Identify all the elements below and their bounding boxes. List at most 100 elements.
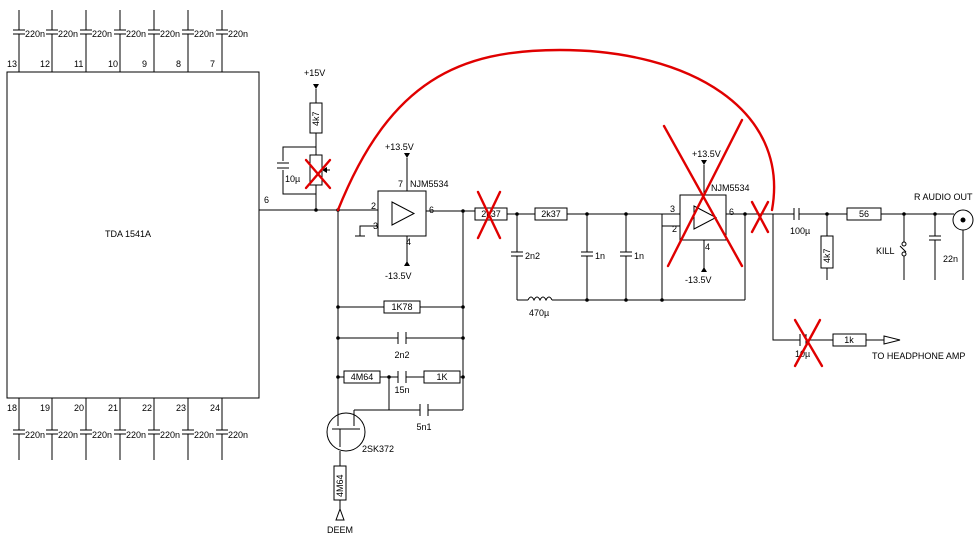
cross-out-2k37: [476, 190, 502, 240]
ic-pin-number: 12: [40, 59, 50, 69]
resistor-4k7-out-label: 4k7: [822, 248, 832, 263]
opamp1-body: [377, 190, 427, 237]
cap-220n-label: 220n: [126, 29, 146, 39]
opamp2-vn-arrow: [701, 267, 707, 272]
ic-pin-out-label: 6: [264, 195, 269, 205]
opamp1-pin7: 7: [398, 179, 403, 189]
cap-220n-label: 220n: [25, 29, 45, 39]
opamp2-vp: +13.5V: [692, 149, 721, 159]
pot-wiper-arrow: [322, 167, 327, 173]
cap-220n-label: 220n: [58, 29, 78, 39]
node: [336, 305, 340, 309]
resistor-2k37-b-label: 2k37: [541, 209, 561, 219]
cap-220n-label: 220n: [126, 430, 146, 440]
ic-pin-number: 21: [108, 403, 118, 413]
cap-220n-label: 220n: [228, 430, 248, 440]
resistor-1k78: [383, 300, 421, 314]
kill-contact-a: [901, 241, 907, 247]
opamp1-vn-arrow: [404, 261, 410, 266]
node: [336, 375, 340, 379]
ic-pin-number: 13: [7, 59, 17, 69]
opamp2-pin4: 4: [705, 242, 710, 252]
cap-10u-in: [277, 162, 289, 169]
resistor-1k-fb-label: 1K: [436, 372, 447, 382]
cap-220n-label: 220n: [228, 29, 248, 39]
node: [387, 375, 391, 379]
r-audio-out-label: R AUDIO OUT: [914, 192, 973, 202]
cap-22n-label: 22n: [943, 254, 958, 264]
ic-name: TDA 1541A: [105, 229, 151, 239]
cap-100u: [793, 208, 800, 220]
cross-out-pot: [304, 158, 332, 190]
cap-220n-label: 220n: [160, 29, 180, 39]
cap-100u-label: 100µ: [790, 226, 810, 236]
jfet-leads: [332, 410, 360, 447]
node: [743, 212, 747, 216]
resistor-1k-hp-label: 1k: [844, 335, 854, 345]
opamp2-vn: -13.5V: [685, 275, 712, 285]
wire-10u-top: [282, 146, 316, 161]
cap-2n2-filt-label: 2n2: [525, 251, 540, 261]
opamp2-pin6: 6: [729, 207, 734, 217]
opamp1-pin4: 4: [406, 237, 411, 247]
to-headphone-label: TO HEADPHONE AMP: [872, 351, 965, 361]
resistor-4m64-gate-label: 4M64: [335, 474, 345, 497]
cross-out-opamp2-out: [750, 200, 770, 234]
inductor-470u: [527, 296, 553, 302]
ic-pin-number: 20: [74, 403, 84, 413]
ic-pin-number: 19: [40, 403, 50, 413]
resistor-1k78-label: 1K78: [391, 302, 412, 312]
wire-filter-bottom: [517, 214, 746, 301]
cap-220n: [80, 398, 92, 460]
resistor-1k-hp: [832, 333, 867, 347]
opamp1-pin6: 6: [429, 205, 434, 215]
node: [461, 375, 465, 379]
ic-tda1541a: [6, 71, 260, 399]
inductor-470u-label: 470µ: [529, 308, 549, 318]
cap-220n: [114, 10, 126, 72]
cap-220n: [148, 398, 160, 460]
cap-220n: [13, 398, 25, 460]
cap-220n-label: 220n: [194, 29, 214, 39]
ic-pin-number: 24: [210, 403, 220, 413]
resistor-4m64-fb-label: 4M64: [351, 372, 374, 382]
cap-220n: [216, 10, 228, 72]
wire-headphone: [772, 214, 884, 341]
cap-220n: [46, 10, 58, 72]
rca-output-pin: [960, 217, 966, 223]
resistor-2k37-b: [534, 207, 568, 221]
ic-pin-number: 23: [176, 403, 186, 413]
jfet-2sk372: [326, 412, 366, 452]
cap-220n: [13, 10, 25, 72]
cap-220n-label: 220n: [92, 430, 112, 440]
cap-2n2-filt: [511, 214, 523, 300]
kill-contact-b: [901, 251, 907, 257]
resistor-4k7-top-label: 4k7: [311, 111, 321, 126]
cap-220n: [216, 398, 228, 460]
cap-220n: [182, 10, 194, 72]
ic-pin-number: 11: [74, 59, 83, 69]
wire-10u-bot: [282, 170, 316, 195]
ic-pin-number: 7: [210, 59, 215, 69]
ic-pin-number: 8: [176, 59, 181, 69]
node: [585, 298, 589, 302]
ic-pin-number: 10: [108, 59, 118, 69]
node: [933, 212, 937, 216]
ic-pin-number: 18: [7, 403, 17, 413]
cap-220n: [46, 398, 58, 460]
supply-15v-arrow: [313, 84, 319, 89]
opamp1-gnd: [355, 225, 378, 237]
opamp2-body: [679, 194, 727, 241]
opamp1-vp: +13.5V: [385, 142, 414, 152]
cap-5n1-label: 5n1: [416, 422, 431, 432]
jfet-label: 2SK372: [362, 444, 394, 454]
bottom-decoupling-caps: 220n18220n19220n20220n21220n22220n23220n…: [7, 398, 248, 460]
cap-1n-a-label: 1n: [595, 251, 605, 261]
resistor-1k-fb: [423, 370, 461, 384]
node: [660, 298, 664, 302]
cap-22n: [929, 214, 941, 280]
opamp1-name: NJM5534: [410, 179, 449, 189]
cap-1n-b: [620, 214, 632, 300]
